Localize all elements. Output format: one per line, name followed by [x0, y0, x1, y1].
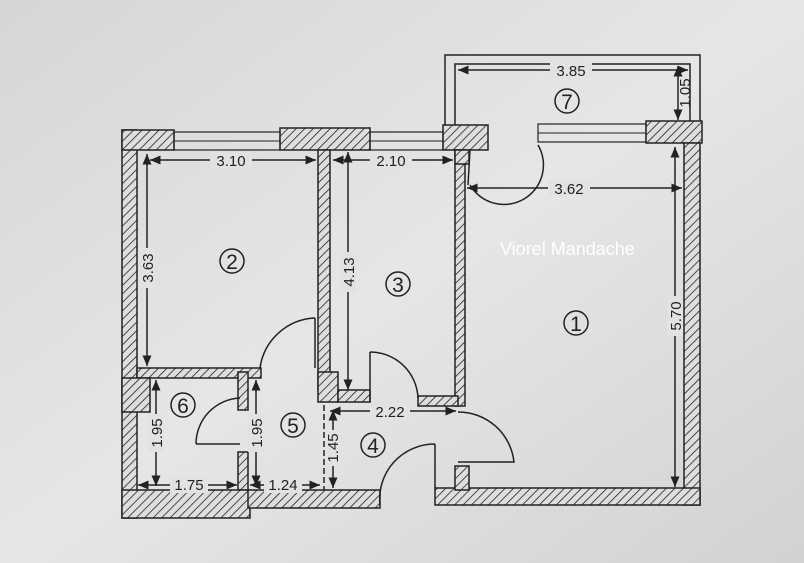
dim-room1-height: 5.70 [668, 301, 685, 330]
room-1-label: 1 [563, 310, 589, 336]
svg-text:1: 1 [570, 313, 582, 336]
room-7-label: 7 [554, 88, 580, 114]
window [173, 131, 281, 151]
window [369, 131, 444, 151]
dim-balcony-depth: 1.05 [677, 78, 694, 107]
svg-text:6: 6 [177, 395, 189, 418]
doors [195, 144, 545, 506]
watermark: Viorel Mandache [500, 239, 635, 259]
dim-balcony-width: 3.85 [556, 63, 585, 80]
dim-hall-height: 1.45 [325, 433, 342, 462]
room-6-label: 6 [170, 392, 196, 418]
room-3-label: 3 [385, 271, 411, 297]
dim-room3-width: 2.10 [376, 153, 405, 170]
dim-room5-width: 1.24 [268, 477, 297, 494]
dimension-labels: 3.10 2.10 3.62 3.85 1.05 3.63 4.13 5.70 … [139, 62, 694, 494]
svg-text:5: 5 [287, 415, 299, 438]
room-4-label: 4 [360, 432, 386, 458]
dim-room2-height: 3.63 [140, 253, 157, 282]
svg-text:7: 7 [561, 91, 573, 114]
room-labels: 1 2 3 4 5 6 7 [170, 88, 589, 458]
dim-room6-width: 1.75 [174, 477, 203, 494]
dim-room5-height: 1.95 [249, 418, 266, 447]
svg-text:3: 3 [392, 274, 404, 297]
svg-text:4: 4 [367, 435, 379, 458]
room-5-label: 5 [280, 412, 306, 438]
dim-room6-height: 1.95 [149, 418, 166, 447]
svg-text:2: 2 [226, 251, 238, 274]
walls [121, 120, 703, 519]
room-2-label: 2 [219, 248, 245, 274]
dim-room2-width: 3.10 [216, 153, 245, 170]
dim-hall-width: 2.22 [375, 404, 404, 421]
dim-room1-width: 3.62 [554, 181, 583, 198]
dim-room3-height: 4.13 [341, 257, 358, 286]
